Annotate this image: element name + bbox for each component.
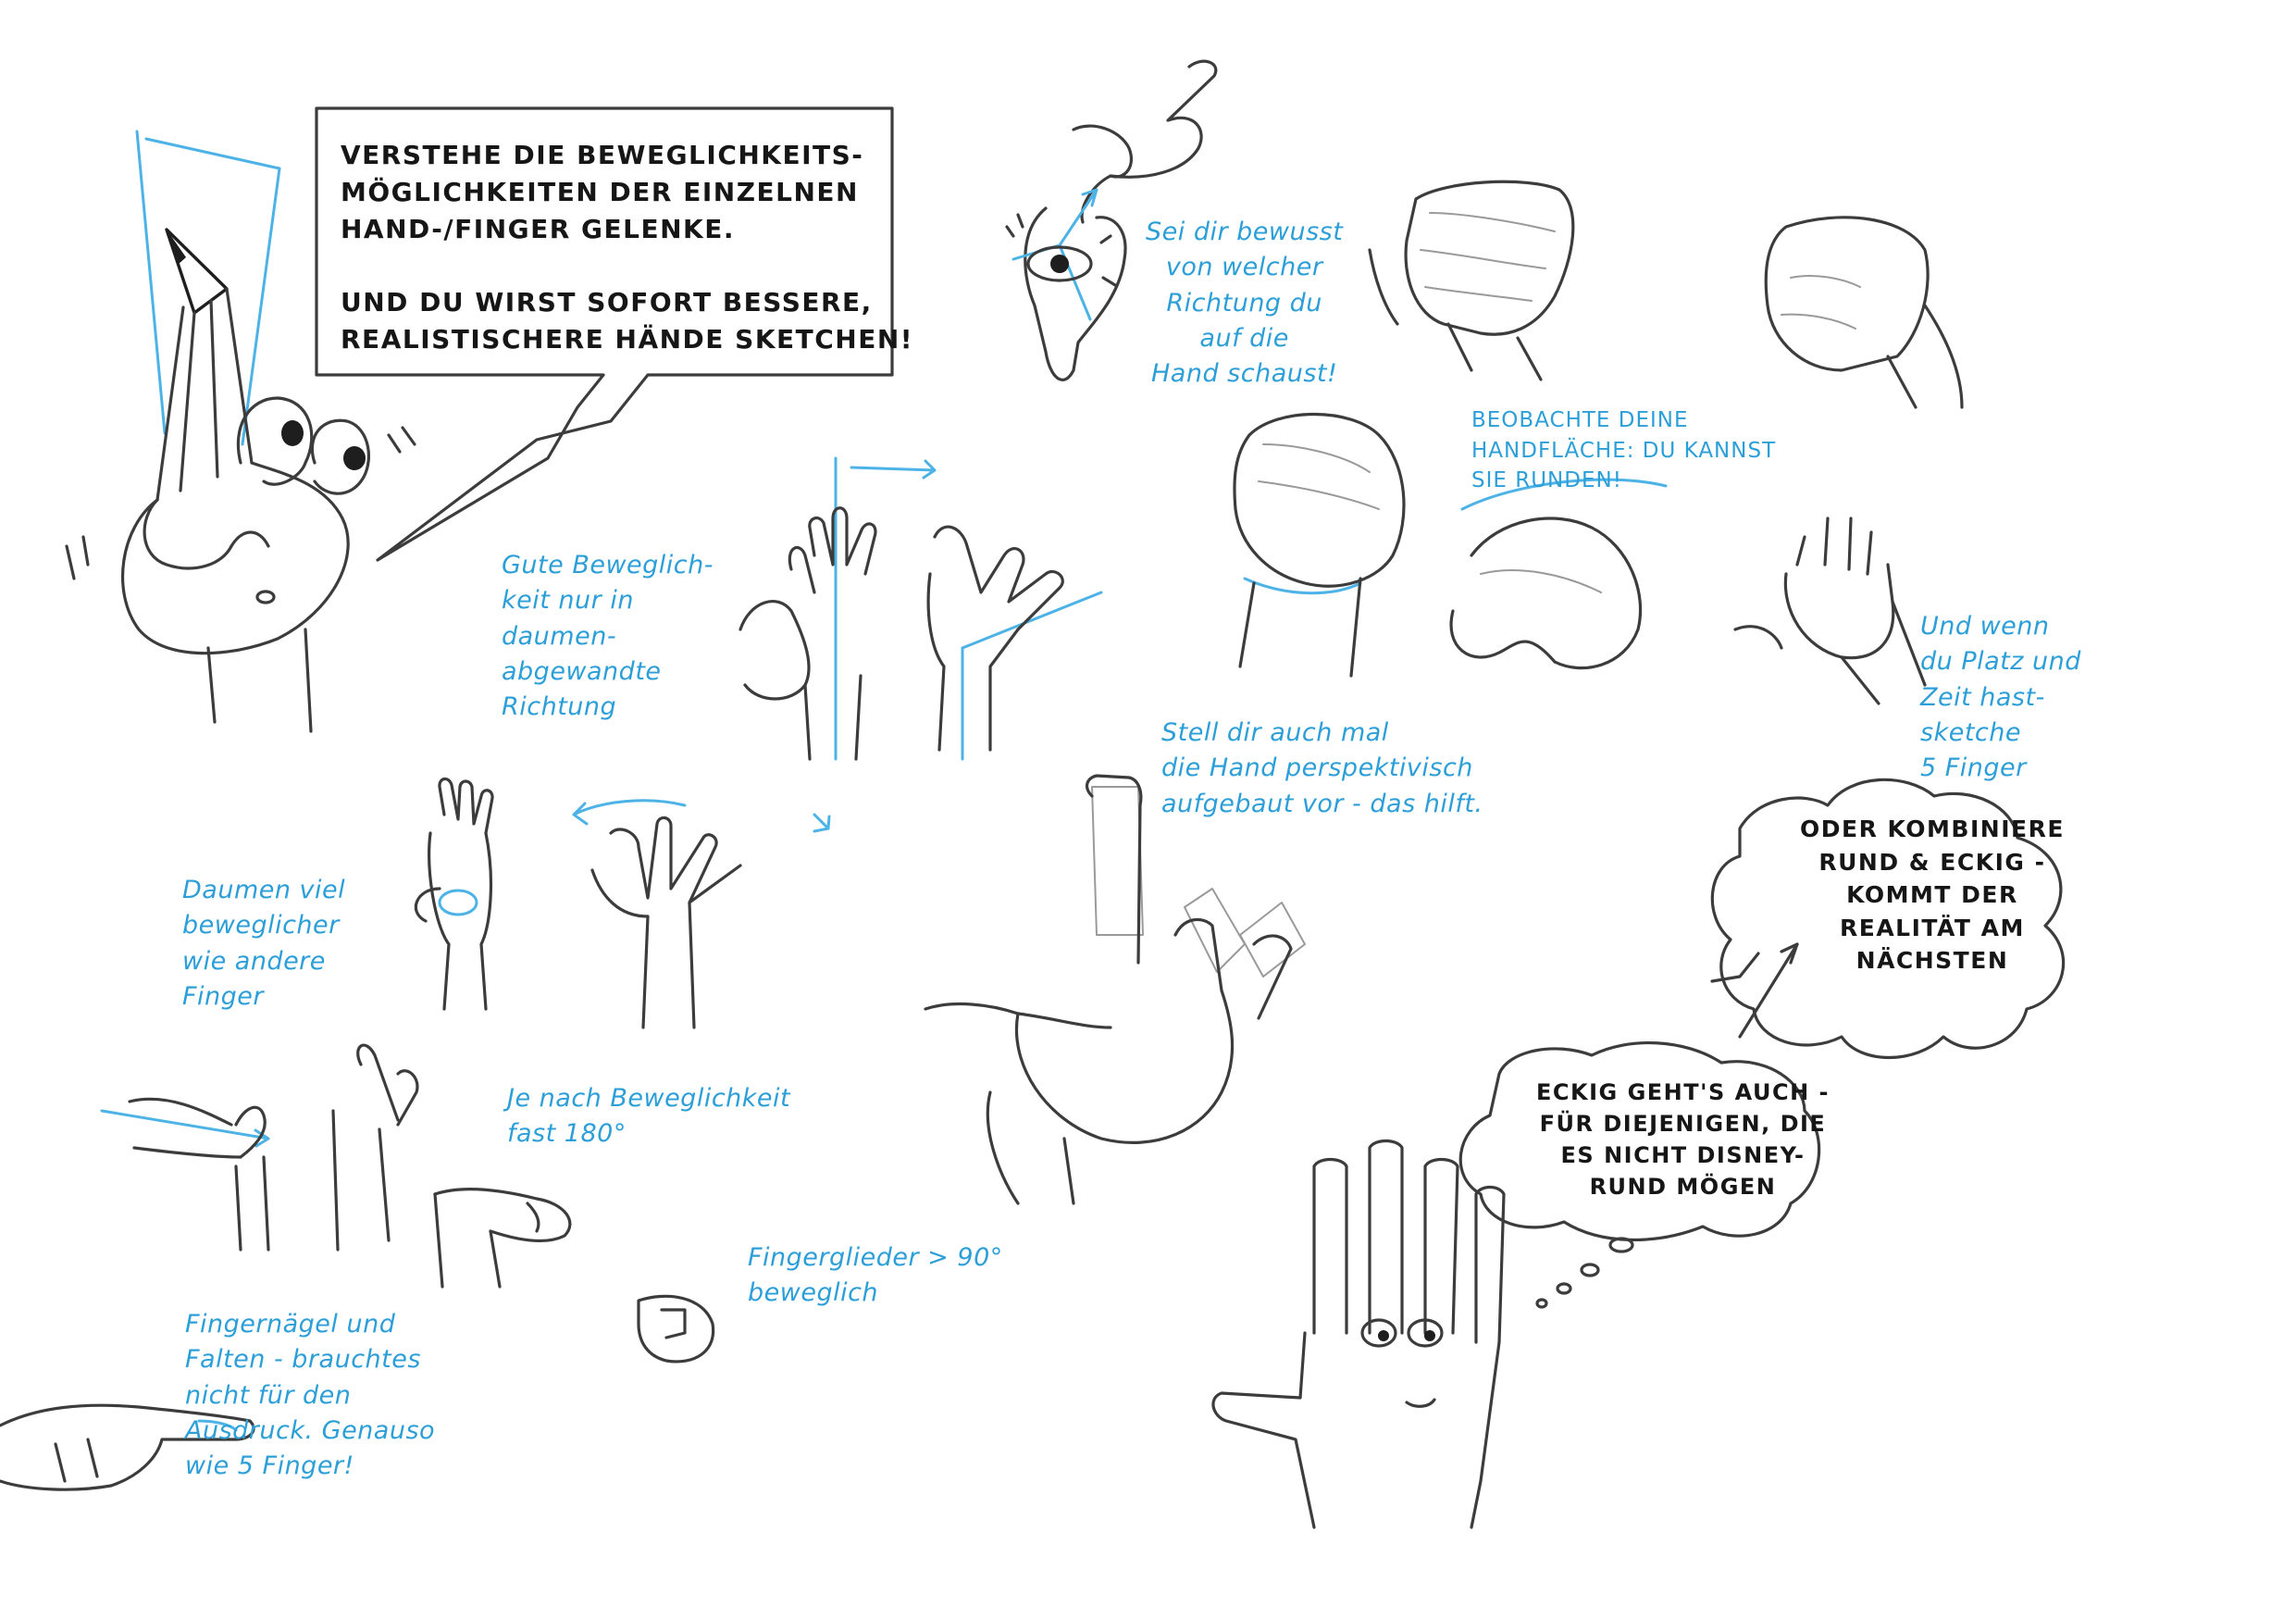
good-mobility-note: Gute Beweglich- keit nur in daumen- abge… — [502, 551, 714, 722]
almost-180-note: Je nach Beweglichkeit fast 180° — [507, 1084, 791, 1149]
bending-finger-studies — [100, 1043, 572, 1289]
angular-cloud-text: ECKIG GEHT'S AUCH - FÜR DIEJENIGEN, DIE … — [1536, 1079, 1830, 1201]
view-direction-note: Sei dir bewusst von welcher Richtung du … — [1146, 218, 1344, 389]
fist-sketch-middle — [1233, 413, 1406, 678]
five-fingers-note: Und wenn du Platz und Zeit hast- sketche… — [1920, 612, 2081, 783]
pencil-hand-mascot-drawing — [65, 130, 416, 733]
angular-thought-cloud — [1458, 1040, 1821, 1309]
small-fist-joint — [637, 1294, 715, 1364]
fist-sketch-right — [1764, 216, 1964, 409]
pointing-hand-eye-drawing — [1005, 59, 1218, 381]
thumb-mobility-note: Daumen viel beweglicher wie andere Finge… — [182, 876, 346, 1011]
cupped-hand-sketch — [1449, 478, 1668, 670]
perspective-hand — [924, 774, 1306, 1205]
open-hand-five-fingers — [1733, 517, 1927, 705]
thumb-study-hand-left — [414, 777, 494, 1011]
perspective-note: Stell dir auch mal die Hand perspektivis… — [1161, 718, 1483, 818]
angular-hand-with-face — [1211, 1139, 1506, 1529]
combine-cloud-text: ODER KOMBINIERE RUND & ECKIG - KOMMT DER… — [1800, 816, 2065, 974]
intro-speech-box — [315, 106, 894, 562]
palm-round-note: BEOBACHTE DEINE HANDFLÄCHE: DU KANNST SI… — [1471, 408, 1777, 493]
fist-sketch-top — [1368, 180, 1575, 381]
nails-folds-note: Fingernägel und Falten - brauchtes nicht… — [185, 1310, 436, 1481]
open-hand-side — [926, 525, 1103, 761]
pointing-finger-bottom — [0, 1403, 255, 1491]
open-hand-front — [738, 456, 937, 761]
finger-joints-note: Fingerglieder > 90° beweglich — [748, 1243, 1003, 1308]
intro-box-text: VERSTEHE DIE BEWEGLICHKEITS- MÖGLICHKEIT… — [341, 140, 914, 355]
combine-thought-cloud — [1710, 778, 2066, 1060]
thumb-study-hand-right — [572, 799, 831, 1029]
